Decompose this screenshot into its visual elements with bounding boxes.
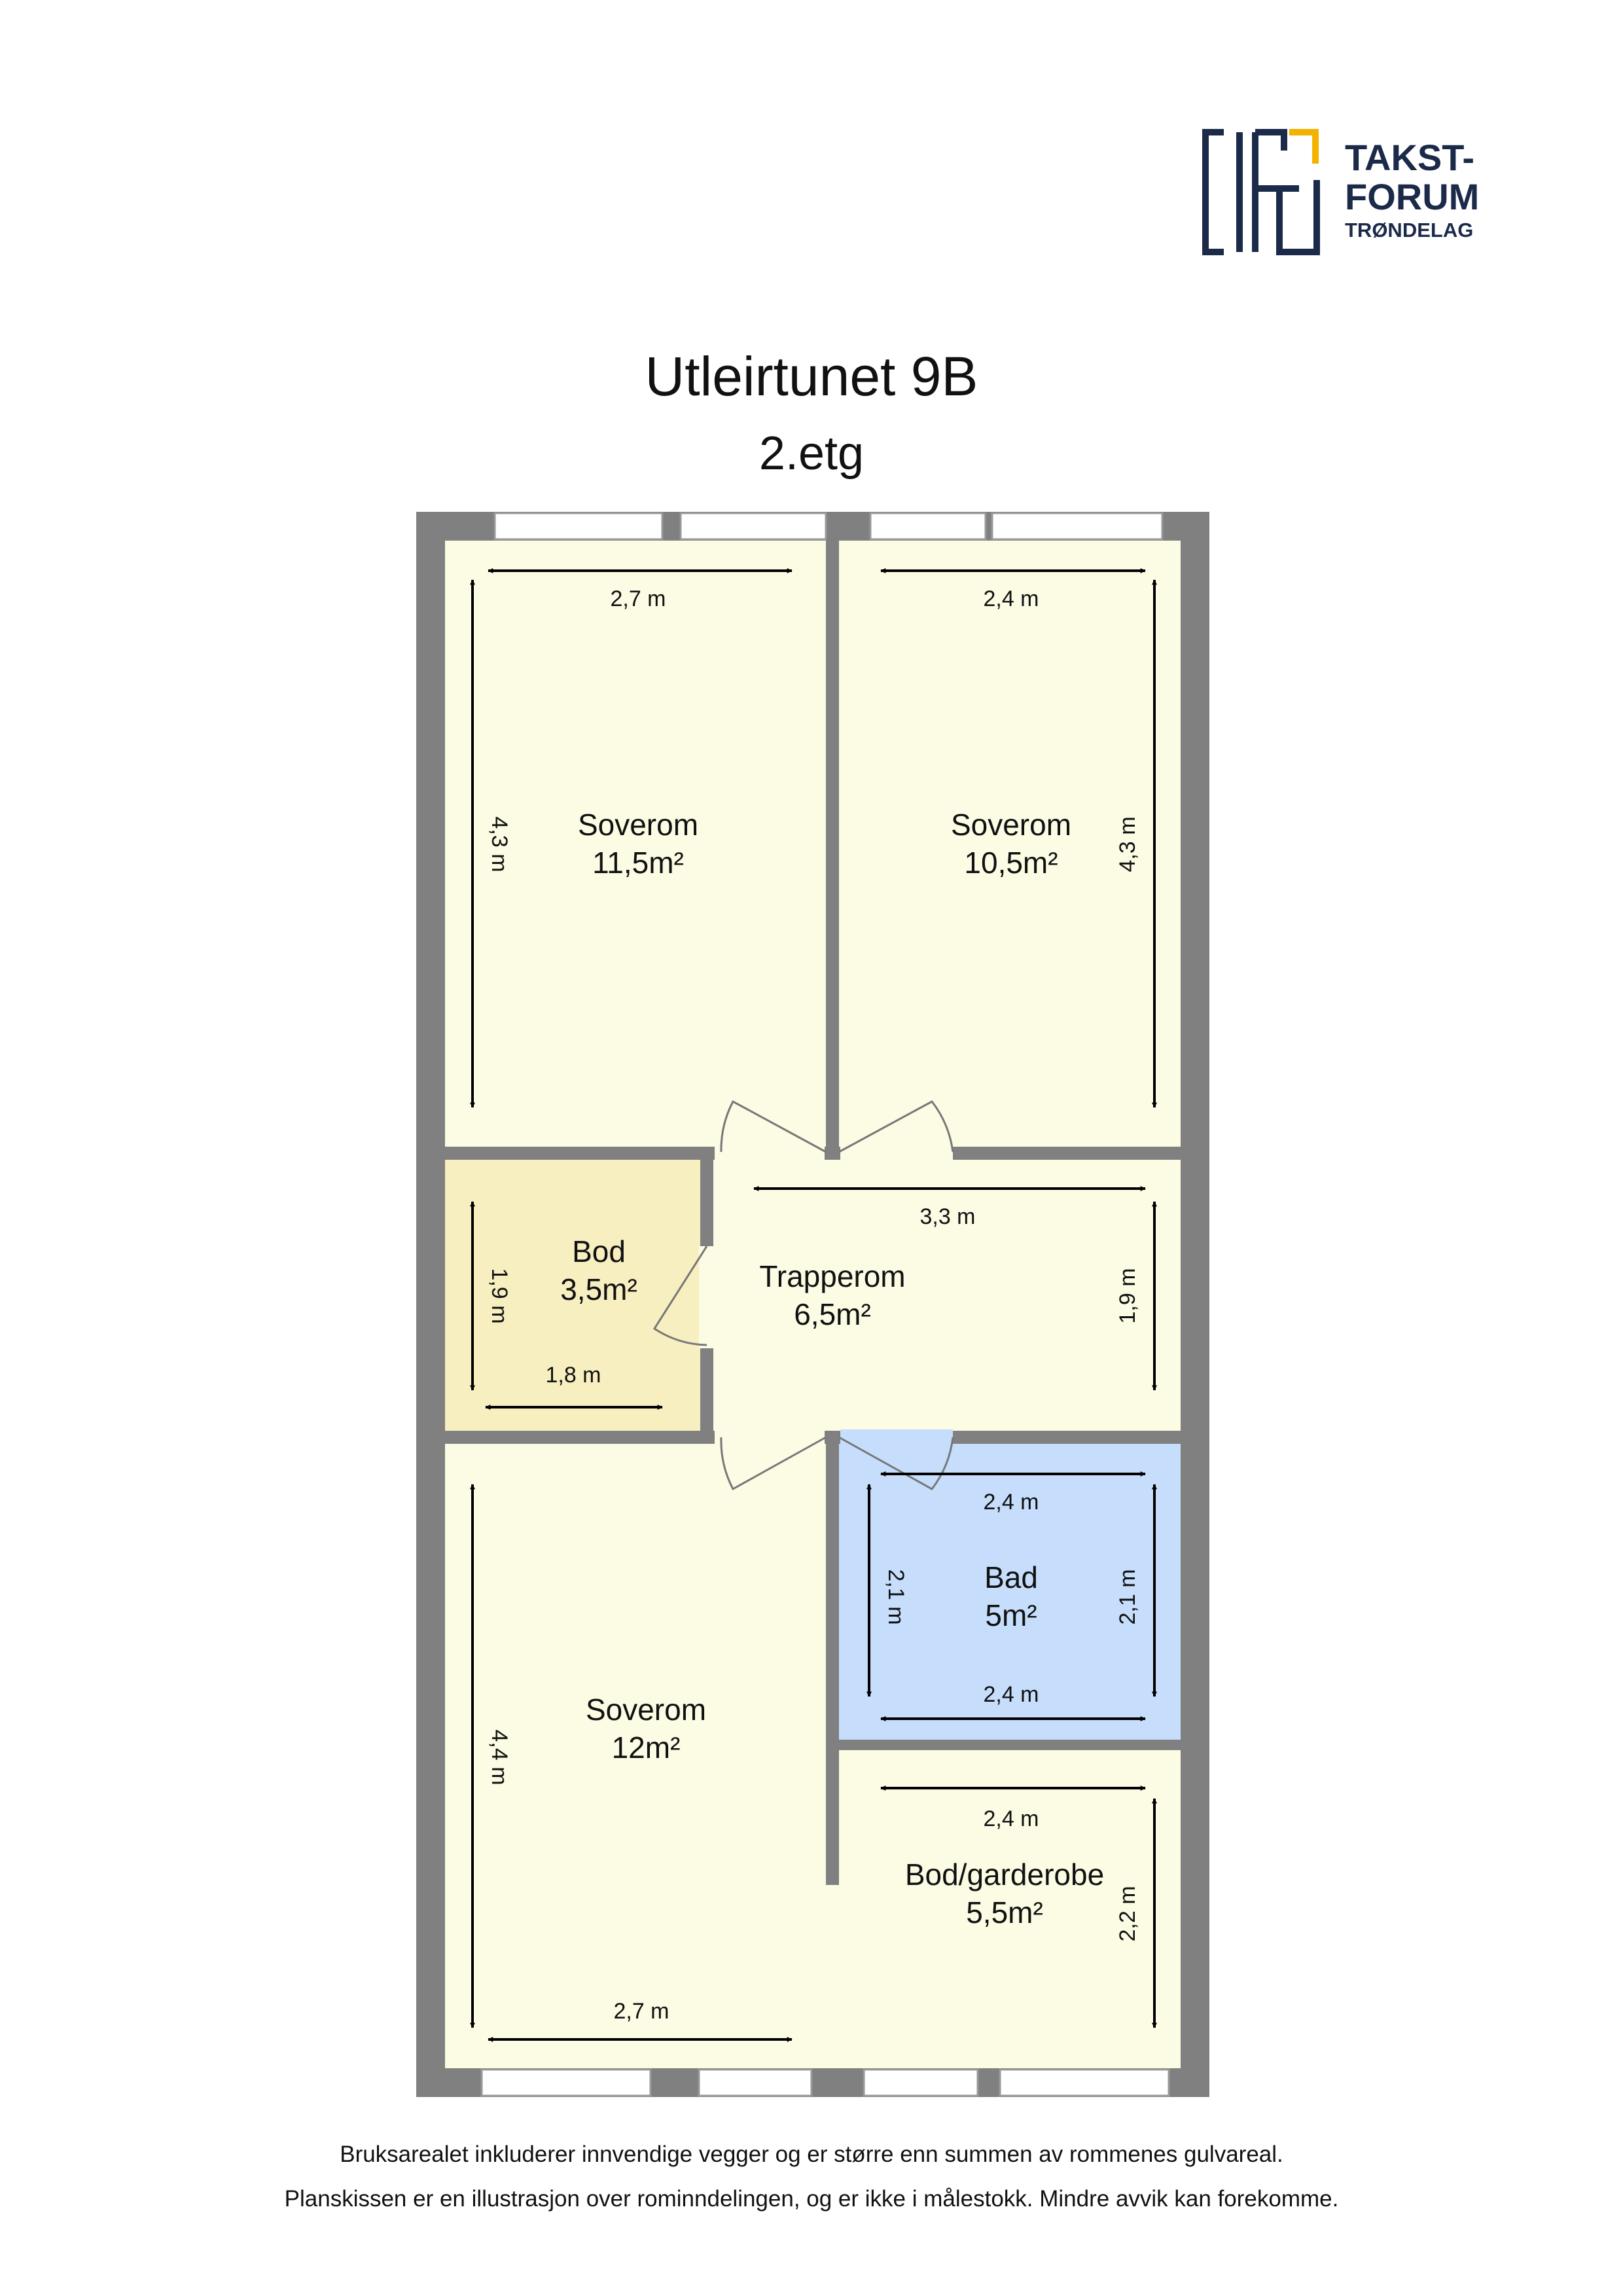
windows-bottom	[480, 2068, 1170, 2097]
footer-note-disclaimer: Planskissen er en illustrasjon over romi…	[284, 2186, 1339, 2212]
door-opening-bad	[840, 1429, 953, 1445]
dim-soverom-1-length: 4,3 m	[487, 816, 512, 872]
room-area-bad: 5m²	[985, 1598, 1037, 1632]
room-area-soverom-2: 10,5m²	[964, 846, 1058, 880]
door-opening-soverom-1	[715, 1145, 825, 1161]
door-opening-soverom-2	[840, 1145, 953, 1161]
room-name-soverom-1: Soverom	[578, 808, 698, 842]
dim-soverom-1-width: 2,7 m	[610, 586, 666, 611]
logo-line-3: TRØNDELAG	[1345, 219, 1473, 242]
dim-trapperom-width: 3,3 m	[919, 1204, 975, 1229]
dim-bad-width-top: 2,4 m	[983, 1490, 1039, 1515]
dim-bod-width: 1,8 m	[545, 1363, 601, 1388]
floor-trapperom	[713, 1160, 1181, 1431]
logo-mark-icon	[1202, 129, 1320, 255]
dim-soverom-3-length: 4,4 m	[487, 1729, 512, 1785]
wall-bad-left	[826, 1444, 839, 1750]
room-area-trapperom: 6,5m²	[794, 1297, 871, 1331]
room-area-soverom-1: 11,5m²	[592, 846, 684, 880]
windows-top	[493, 512, 1164, 541]
footer-note-area: Bruksarealet inkluderer innvendige vegge…	[340, 2142, 1283, 2167]
dim-bod-garderobe-width: 2,4 m	[983, 1806, 1039, 1831]
dim-soverom-2-width: 2,4 m	[983, 586, 1039, 611]
dim-bod-length: 1,9 m	[487, 1268, 512, 1323]
logo-line-1: TAKST-	[1345, 137, 1474, 178]
dim-bad-length-left: 2,1 m	[883, 1569, 908, 1624]
door-opening-soverom-3	[715, 1429, 825, 1445]
room-name-bad: Bad	[984, 1560, 1038, 1594]
floor-bad	[839, 1444, 1181, 1740]
floor-bod	[445, 1160, 700, 1431]
room-area-soverom-3: 12m²	[612, 1731, 681, 1765]
room-area-bod: 3,5m²	[560, 1272, 637, 1306]
wall-bad-bottom	[826, 1740, 1181, 1750]
dim-bad-length-right: 2,1 m	[1115, 1569, 1140, 1624]
door-opening-bod	[699, 1246, 715, 1348]
room-name-soverom-3: Soverom	[586, 1693, 706, 1727]
dim-soverom-3-width: 2,7 m	[613, 1999, 669, 2024]
dim-trapperom-length: 1,9 m	[1115, 1268, 1140, 1323]
floor-soverom-1	[445, 541, 826, 1147]
room-name-trapperom: Trapperom	[759, 1259, 905, 1293]
dim-bod-garderobe-length: 2,2 m	[1115, 1886, 1140, 1941]
room-name-bod-garderobe: Bod/garderobe	[905, 1857, 1104, 1892]
room-name-bod: Bod	[572, 1234, 626, 1268]
dim-soverom-2-length: 4,3 m	[1115, 816, 1140, 872]
logo-line-2: FORUM	[1345, 176, 1479, 217]
room-name-soverom-2: Soverom	[951, 808, 1071, 842]
door-swings	[652, 1100, 954, 1491]
takstforum-logo: TAKST- FORUM TRØNDELAG	[1202, 129, 1479, 255]
floor-label: 2.etg	[758, 427, 865, 480]
room-area-bod-garderobe: 5,5m²	[966, 1895, 1043, 1929]
page-title: Utleirtunet 9B	[645, 346, 978, 407]
dimension-lines	[470, 568, 1157, 2042]
wall-garderobe-stub	[826, 1750, 839, 1885]
dim-bad-width-bottom: 2,4 m	[983, 1682, 1039, 1707]
floor-soverom-2	[839, 541, 1181, 1147]
